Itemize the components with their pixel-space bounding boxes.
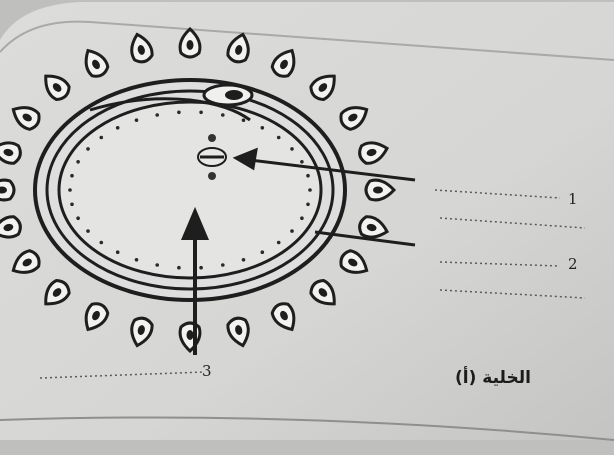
granule-dot (177, 266, 181, 270)
polar-body-core (225, 90, 243, 100)
granule-dot (135, 258, 139, 262)
granule-dot (86, 147, 90, 151)
granule-dot (116, 250, 120, 254)
granule-dot (242, 118, 246, 122)
inner-membrane (59, 102, 321, 278)
granule-dot (221, 113, 225, 117)
granule-dot (221, 263, 225, 267)
granule-dot (300, 216, 304, 220)
label-2: 2 (568, 255, 578, 273)
granule-dot (300, 160, 304, 164)
granule-dot (261, 250, 265, 254)
granule-dot (76, 160, 80, 164)
granule-dot (261, 126, 265, 130)
granule-dot (155, 263, 159, 267)
granule-dot (70, 174, 74, 178)
granule-dot (290, 147, 294, 151)
granule-dot (290, 229, 294, 233)
granule-dot (70, 203, 74, 207)
granule-dot (135, 118, 139, 122)
granule-dot (177, 111, 181, 115)
granule-dot (306, 174, 310, 178)
label-1: 1 (568, 190, 578, 208)
granule-dot (86, 229, 90, 233)
label-3: 3 (202, 362, 212, 380)
granule-dot (116, 126, 120, 130)
granule-dot (277, 136, 281, 140)
figure-caption: الخلية (أ) (455, 368, 531, 388)
granule-dot (100, 241, 104, 245)
follicle-cell (0, 180, 14, 200)
granule-dot (199, 266, 203, 270)
granule-dot (199, 111, 203, 115)
granule-dot (155, 113, 159, 117)
granule-dot (76, 216, 80, 220)
granule-dot (100, 136, 104, 140)
granule-dot (68, 188, 72, 192)
granule-dot (308, 188, 312, 192)
granule-dot (242, 258, 246, 262)
granule-dot (306, 203, 310, 207)
granule-dot (277, 241, 281, 245)
